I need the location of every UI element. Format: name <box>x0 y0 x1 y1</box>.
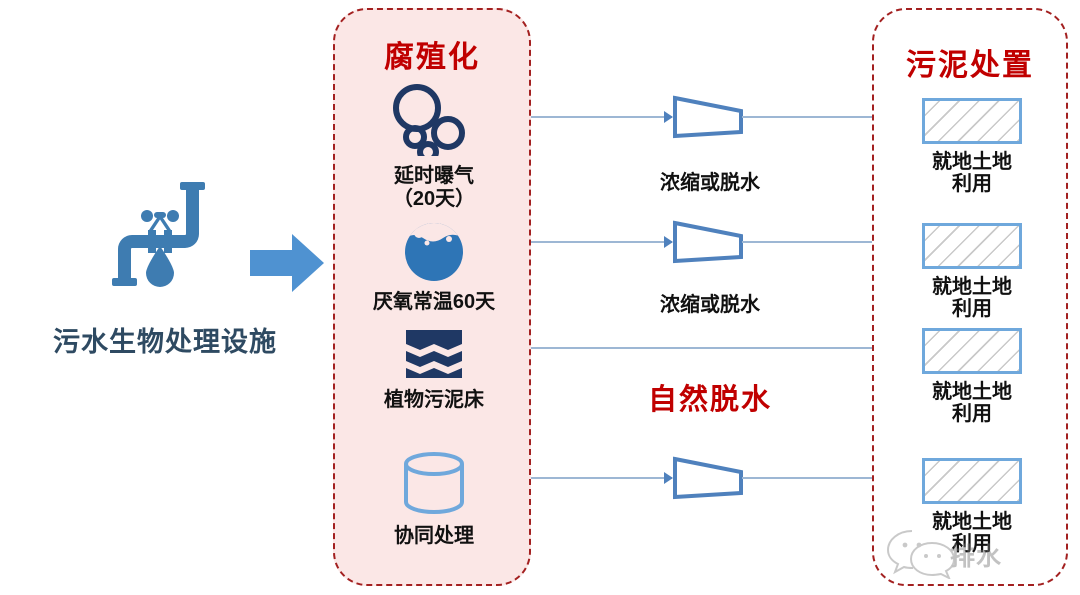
source-facility-block: 污水生物处理设施 <box>10 170 324 390</box>
humification-panel: 腐殖化 延时曝气 （20天） <box>333 8 531 586</box>
process-step-aeration-label: 延时曝气 （20天） <box>392 165 476 210</box>
process-step-anaerobic-label: 厌氧常温60天 <box>372 291 496 313</box>
process-label-2: 浓缩或脱水 <box>660 294 760 316</box>
connector-line-row1-left <box>482 116 672 118</box>
hatched-land-box-icon-4 <box>922 458 1022 504</box>
trapezoid-dewatering-icon <box>672 95 744 139</box>
disposal-item-1[interactable]: 就地土地 利用 <box>874 98 1070 196</box>
process-label-1: 浓缩或脱水 <box>660 172 760 194</box>
bubbles-icon <box>335 82 533 163</box>
process-step-aeration[interactable]: 延时曝气 （20天） <box>335 82 533 211</box>
connector-line-row4-left <box>460 477 672 479</box>
disposal-item-4[interactable]: 就地土地 利用 <box>874 458 1070 556</box>
process-step-plant-bed-label: 植物污泥床 <box>384 389 484 411</box>
faucet-pipe-icon <box>102 180 222 290</box>
disposal-item-4-label: 就地土地 利用 <box>932 511 1012 556</box>
process-step-cotreatment-label: 协同处理 <box>394 525 474 547</box>
hatched-land-box-icon-2 <box>922 223 1022 269</box>
disposal-panel: 污泥处置 就地土地 利用 就地土地 利用 就地土地 利用 就地土地 利用 <box>872 8 1068 586</box>
process-step-anaerobic[interactable]: 厌氧常温60天 <box>335 222 533 314</box>
connector-line-row3 <box>460 347 922 349</box>
disposal-item-2-label: 就地土地 利用 <box>932 276 1012 321</box>
hatched-land-box-icon-3 <box>922 328 1022 374</box>
cylinder-tank-icon <box>335 450 533 521</box>
connector-line-row2-right <box>742 241 922 243</box>
connector-arrowhead-row4-left <box>664 472 673 484</box>
trapezoid-dewatering-icon-3 <box>672 456 744 500</box>
humification-panel-title: 腐殖化 <box>384 41 480 74</box>
hatched-land-box-icon <box>922 98 1022 144</box>
connector-line-row1-right <box>742 116 922 118</box>
process-step-plant-bed[interactable]: 植物污泥床 <box>335 328 533 412</box>
anaerobic-water-icon <box>335 222 533 287</box>
disposal-panel-title: 污泥处置 <box>906 49 1034 82</box>
right-arrow-icon <box>248 230 326 296</box>
trapezoid-dewatering-icon-2 <box>672 220 744 264</box>
wave-bed-icon <box>335 328 533 385</box>
connector-line-row2-left <box>460 241 672 243</box>
connector-arrowhead-row1-left <box>664 111 673 123</box>
process-step-cotreatment[interactable]: 协同处理 <box>335 450 533 548</box>
process-label-3: 自然脱水 <box>647 384 772 416</box>
disposal-item-3-label: 就地土地 利用 <box>932 381 1012 426</box>
source-facility-label: 污水生物处理设施 <box>53 327 277 357</box>
connector-arrowhead-row2-left <box>664 236 673 248</box>
disposal-item-1-label: 就地土地 利用 <box>932 151 1012 196</box>
disposal-item-2[interactable]: 就地土地 利用 <box>874 223 1070 321</box>
disposal-item-3[interactable]: 就地土地 利用 <box>874 328 1070 426</box>
connector-line-row4-right <box>742 477 922 479</box>
